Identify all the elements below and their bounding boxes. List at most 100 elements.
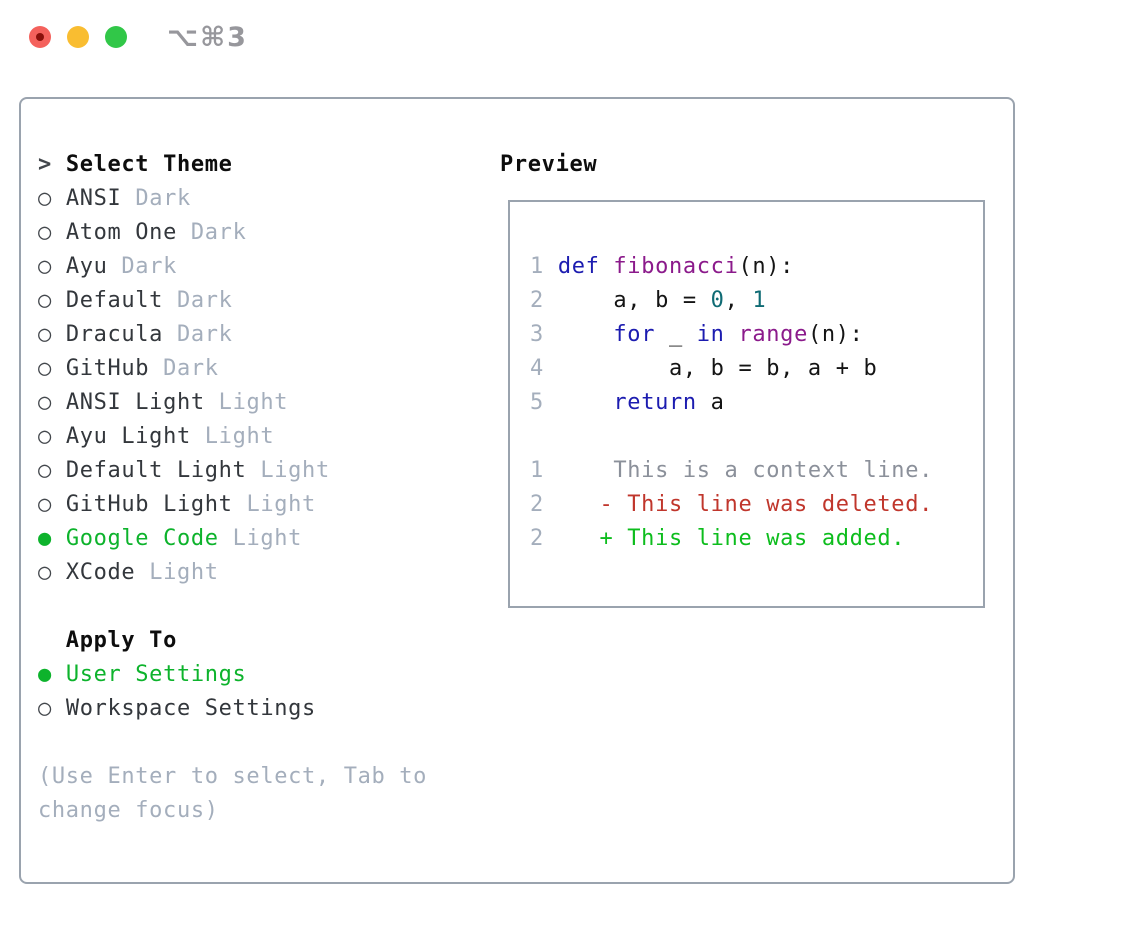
preview-line: 2 a, b = 0, 1 — [530, 284, 983, 318]
line-number: 1 — [530, 458, 544, 483]
radio-icon: ○ — [38, 696, 52, 721]
code-token: This is a context line. — [557, 458, 933, 483]
option-label: Ayu Light — [65, 424, 191, 449]
spacer — [38, 726, 427, 760]
code-token: (n): — [738, 254, 795, 279]
code-token — [558, 322, 614, 347]
hint-line: change focus) — [38, 798, 219, 823]
radio-icon: ○ — [38, 560, 52, 585]
theme-option[interactable]: ○ GitHub Dark — [38, 352, 427, 386]
code-token: + This line was added. — [557, 526, 906, 551]
radio-icon: ○ — [38, 356, 52, 381]
option-label: ANSI — [65, 186, 122, 211]
code-token: return — [613, 390, 697, 415]
radio-icon: ○ — [38, 288, 52, 313]
radio-icon: ○ — [38, 424, 52, 449]
preview-line: 5 return a — [530, 386, 983, 420]
hint-line: (Use Enter to select, Tab to — [38, 764, 428, 789]
preview-line: 1 This is a context line. — [530, 454, 983, 488]
code-token: _ — [655, 322, 697, 347]
preview-line: 3 for _ in range(n): — [530, 318, 983, 352]
preview-line: 2 - This line was deleted. — [530, 488, 983, 522]
preview-line: 4 a, b = b, a + b — [530, 352, 983, 386]
option-label: Default — [65, 288, 164, 313]
theme-variant-label: Light — [260, 458, 330, 483]
apply-to-option[interactable]: ● User Settings — [38, 658, 427, 692]
radio-icon: ○ — [38, 186, 52, 211]
titlebar: ⌥⌘3 — [0, 0, 1140, 75]
theme-option[interactable]: ○ Atom One Dark — [38, 216, 427, 250]
theme-variant-label: Dark — [135, 186, 191, 211]
code-token: , — [724, 288, 753, 313]
option-label: Google Code — [65, 526, 219, 551]
theme-option[interactable]: ● Google Code Light — [38, 522, 427, 556]
code-token: (n): — [807, 322, 864, 347]
theme-option[interactable]: ○ Dracula Dark — [38, 318, 427, 352]
radio-icon: ○ — [38, 492, 52, 517]
option-label: User Settings — [65, 662, 247, 687]
apply-to-header: Apply To — [38, 624, 427, 658]
zoom-button[interactable] — [105, 26, 127, 48]
theme-option[interactable]: ○ Ayu Light Light — [38, 420, 427, 454]
radio-icon: ○ — [38, 390, 52, 415]
code-token: 1 — [752, 288, 767, 313]
option-label: Dracula — [65, 322, 164, 347]
focus-caret-icon: > — [38, 152, 52, 177]
theme-option[interactable]: ○ ANSI Dark — [38, 182, 427, 216]
theme-option[interactable]: ○ ANSI Light Light — [38, 386, 427, 420]
option-label: GitHub Light — [65, 492, 233, 517]
minimize-button[interactable] — [67, 26, 89, 48]
theme-option[interactable]: ○ Default Light Light — [38, 454, 427, 488]
option-label: XCode — [65, 560, 136, 585]
theme-variant-label: Light — [246, 492, 316, 517]
preview-line: 2 + This line was added. — [530, 522, 983, 556]
theme-selector-panel: > Select Theme ○ ANSI Dark○ Atom One Dar… — [19, 97, 1015, 884]
theme-variant-label: Dark — [121, 254, 177, 279]
option-label: Atom One — [65, 220, 177, 245]
select-theme-header: > Select Theme — [38, 148, 427, 182]
theme-variant-label: Dark — [177, 322, 233, 347]
theme-option[interactable]: ○ GitHub Light Light — [38, 488, 427, 522]
line-number: 2 — [530, 526, 544, 551]
theme-variant-label: Light — [149, 560, 219, 585]
line-number: 4 — [530, 356, 544, 381]
code-token: fibonacci — [613, 254, 739, 279]
preview-line: 1 def fibonacci(n): — [530, 250, 983, 284]
theme-option[interactable]: ○ Ayu Dark — [38, 250, 427, 284]
select-theme-label: Select Theme — [65, 152, 233, 177]
apply-to-option[interactable]: ○ Workspace Settings — [38, 692, 427, 726]
code-token: in — [696, 322, 725, 347]
line-number: 2 — [530, 288, 544, 313]
hint-text: (Use Enter to select, Tab to change focus… — [38, 760, 427, 828]
radio-icon: ○ — [38, 322, 52, 347]
radio-selected-icon: ● — [38, 662, 52, 687]
radio-selected-icon: ● — [38, 526, 52, 551]
option-label: GitHub — [65, 356, 150, 381]
code-token — [725, 322, 739, 347]
code-token: a, b = — [557, 288, 711, 313]
radio-icon: ○ — [38, 458, 52, 483]
line-number: 3 — [530, 322, 544, 347]
close-button[interactable] — [29, 26, 51, 48]
option-label: Ayu — [65, 254, 108, 279]
line-number: 2 — [530, 492, 544, 517]
theme-variant-label: Dark — [190, 220, 247, 245]
theme-option[interactable]: ○ Default Dark — [38, 284, 427, 318]
theme-list: ○ ANSI Dark○ Atom One Dark○ Ayu Dark○ De… — [38, 182, 427, 590]
preview-header: Preview — [500, 152, 598, 177]
theme-variant-label: Light — [204, 424, 275, 449]
code-token — [600, 254, 614, 279]
theme-list-column: > Select Theme ○ ANSI Dark○ Atom One Dar… — [38, 148, 427, 828]
code-token: - This line was deleted. — [557, 492, 933, 517]
apply-to-list: ● User Settings○ Workspace Settings — [38, 658, 427, 726]
line-number: 5 — [530, 390, 544, 415]
theme-variant-label: Dark — [163, 356, 219, 381]
theme-variant-label: Light — [218, 390, 289, 415]
radio-icon: ○ — [38, 254, 52, 279]
theme-option[interactable]: ○ XCode Light — [38, 556, 427, 590]
radio-icon: ○ — [38, 220, 52, 245]
window-title: ⌥⌘3 — [167, 22, 248, 53]
